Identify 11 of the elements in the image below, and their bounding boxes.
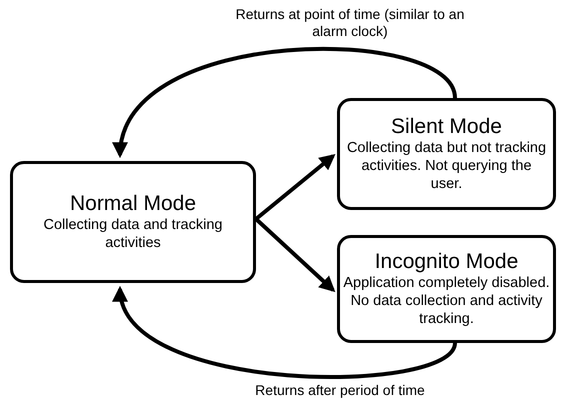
- arrow: [254, 218, 336, 292]
- arrow: [114, 46, 457, 158]
- mode-title: Silent Mode: [391, 115, 502, 139]
- mode-title: Incognito Mode: [374, 250, 518, 274]
- mode-title: Normal Mode: [70, 192, 196, 216]
- mode-box: [10, 161, 256, 283]
- mode-description: Collecting data and tracking activities: [42, 216, 224, 252]
- mode-description: Collecting data but not tracking activities. Not querying the user.: [346, 139, 546, 193]
- mode-box: [337, 235, 556, 343]
- mode-box: [337, 98, 556, 210]
- arrow: [254, 154, 336, 221]
